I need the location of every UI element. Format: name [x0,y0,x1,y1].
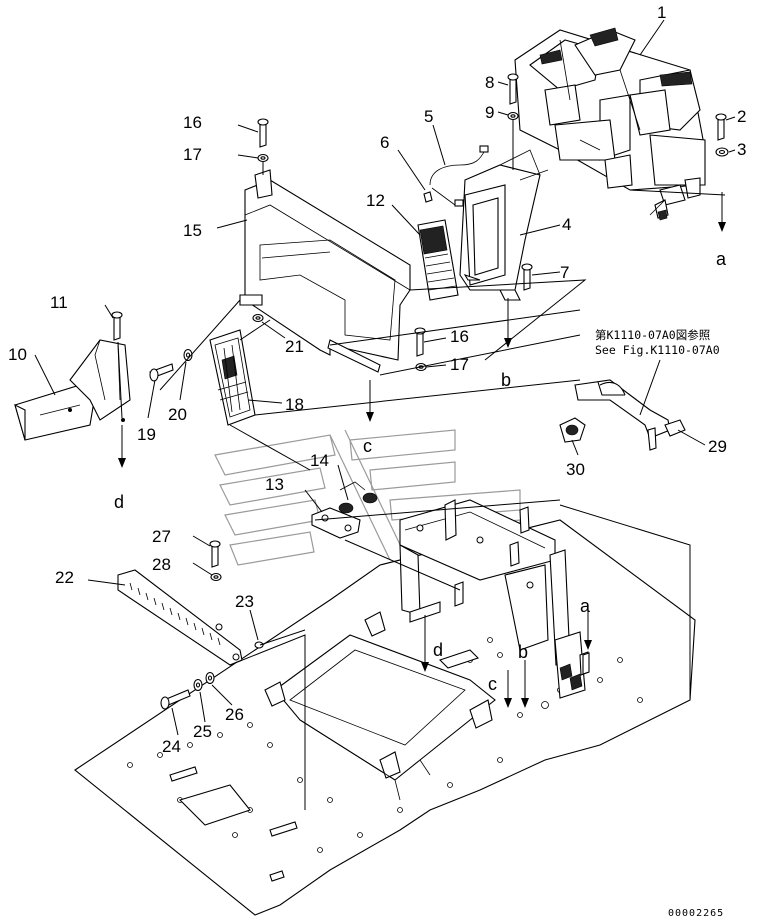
part-14-grommet [338,481,378,514]
callout-10: 10 [8,345,27,364]
letter-d-lower: d [433,640,443,660]
callout-13: 13 [265,475,284,494]
part-1-air-conditioner-unit [514,27,706,221]
callout-23: 23 [235,592,254,611]
callout-1: 1 [657,3,666,22]
callout-17-top: 17 [183,145,202,164]
console-bracket [399,499,590,699]
drawing-code: 00002265 [668,908,724,919]
part-22-side-plate [117,569,243,666]
part-6-clip [423,191,433,203]
part-30-clamp [559,417,586,443]
callout-27: 27 [152,527,171,546]
reference-note-japanese: 第K1110-07A0図参照 [595,328,710,342]
reference-note-english: See Fig.K1110-07A0 [595,343,720,357]
callout-16-top: 16 [183,113,202,132]
callout-9: 9 [485,103,494,122]
callout-12: 12 [366,191,385,210]
letter-a-upper: a [716,249,727,269]
callout-15: 15 [183,221,202,240]
callout-24: 24 [162,737,181,756]
part-13-bracket [311,507,361,539]
letter-c-lower: c [488,674,497,694]
callout-6: 6 [380,133,389,152]
callout-29: 29 [708,437,727,456]
callout-14: 14 [310,451,329,470]
letter-b-upper: b [501,370,511,390]
callout-5: 5 [424,107,433,126]
part-5-harness [429,145,489,207]
connection-arrowheads [118,222,726,708]
callout-26: 26 [225,705,244,724]
letter-c-upper: c [363,436,372,456]
part-10-duct [14,339,131,441]
letter-a-lower: a [580,596,591,616]
leader-lines [34,19,736,810]
callout-30: 30 [566,460,585,479]
callout-17-mid: 17 [450,355,469,374]
part-29-pipe [574,379,686,451]
callout-3: 3 [737,140,746,159]
callout-28: 28 [152,555,171,574]
fasteners [111,73,729,710]
part-18-grille [209,329,256,426]
callout-8: 8 [485,73,494,92]
part-4-duct [459,149,549,301]
callout-20: 20 [168,405,187,424]
callout-22: 22 [55,568,74,587]
reference-note: 第K1110-07A0図参照 See Fig.K1110-07A0 [595,328,720,357]
letter-d-upper: d [114,492,124,512]
callout-7: 7 [560,263,569,282]
callout-16-mid: 16 [450,327,469,346]
watermark-logo [214,429,521,566]
callout-2: 2 [737,107,746,126]
callout-18: 18 [285,395,304,414]
seat-frame [264,611,496,801]
letter-b-lower: b [518,642,528,662]
callout-19: 19 [137,425,156,444]
connection-letters: a a b b c c d d [114,249,727,694]
part-12-filter [417,219,459,301]
callout-numbers: 1 2 3 4 5 6 7 8 9 10 11 12 13 14 15 16 1… [8,3,746,756]
callout-25: 25 [193,722,212,741]
callout-21: 21 [285,337,304,356]
part-15-cover [239,169,411,373]
floor-cutout [178,784,251,826]
callout-11: 11 [50,293,68,312]
callout-4: 4 [562,215,571,234]
